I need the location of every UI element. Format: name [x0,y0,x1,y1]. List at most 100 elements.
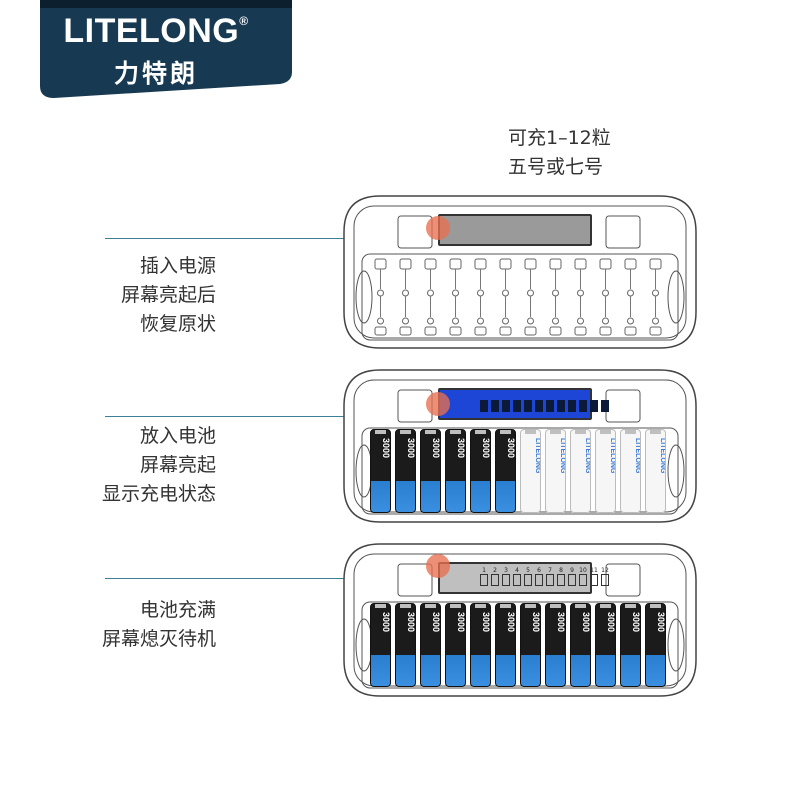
lcd-screen [438,214,592,246]
battery-label: LITELONG [559,438,566,474]
slot-contact-bottom [424,326,437,336]
brand-name-en: LITELONG® [63,12,249,50]
lcd-slot-number: 2 [493,567,497,574]
battery-label: 3000 [506,438,516,459]
lcd-segment [502,574,510,586]
charger-empty [340,192,700,352]
battery-bay [361,427,679,515]
charger-inner-rim [353,379,687,513]
battery-label: 3000 [656,612,666,633]
left-grip [355,270,373,324]
lcd-segment [535,400,543,412]
slot-spring [652,289,659,297]
screen-marker-2 [426,392,450,416]
slot-spring [502,289,509,297]
logo-badge [40,0,292,98]
battery-label: 3000 [606,612,616,633]
lcd-segment [491,574,499,586]
battery-cap [400,430,411,434]
slot-spring [552,289,559,297]
battery-label: LITELONG [634,438,641,474]
state-2-note: 放入电池 屏幕亮起 显示充电状态 [102,422,216,509]
slot-spring [427,317,434,325]
battery-cell: 3000 [520,603,541,687]
state-3-line-1: 电池充满 [139,599,216,621]
battery-label: 3000 [456,612,466,633]
slot-spring [377,289,384,297]
lcd-slot-number: 4 [515,567,519,574]
battery-cell: 3000 [595,603,616,687]
battery-cap [625,430,636,434]
battery-cell: LITELONG [620,429,641,513]
battery-label: LITELONG [659,438,666,474]
slot-spring [552,317,559,325]
battery-cell: 3000 [570,603,591,687]
state-3-line-2: 屏幕熄灭待机 [101,628,216,650]
slot-spring [452,317,459,325]
battery-cap [375,430,386,434]
lcd-screen [438,388,609,420]
battery-cell: 3000 [395,603,416,687]
capacity-line-2: 五号或七号 [508,156,604,178]
state-2-leader [105,416,435,417]
battery-cell: 3000 [495,603,516,687]
slot-contact-top [574,258,587,270]
battery-bay [361,601,679,689]
battery-cap [375,604,386,608]
battery-cap [450,430,461,434]
slot-contact-top [374,258,387,270]
battery-cap [650,604,661,608]
battery-cell: LITELONG [545,429,566,513]
slot-contact-bottom [624,326,637,336]
slot-spring [627,317,634,325]
battery-cap [525,604,536,608]
state-1-leader [105,238,435,239]
lcd-segment [480,400,488,412]
slot-spring [477,317,484,325]
empty-slot [524,258,537,336]
battery-cap [400,604,411,608]
slot-spring [602,317,609,325]
right-grip [667,618,685,672]
battery-cap [650,430,661,434]
battery-cap [550,604,561,608]
state-2-line-2: 屏幕亮起 [139,454,216,476]
empty-slot [549,258,562,336]
battery-cap [500,430,511,434]
state-1-note: 插入电源 屏幕亮起后 恢复原状 [121,252,216,339]
battery-cell: 3000 [445,603,466,687]
battery-cap [575,430,586,434]
left-button [397,563,433,597]
slot-contact-top [549,258,562,270]
battery-cap [500,604,511,608]
lcd-segment [590,574,598,586]
slot-contact-top [474,258,487,270]
slot-spring [402,317,409,325]
lcd-segment [557,400,565,412]
state-1-line-3: 恢复原状 [139,313,216,335]
empty-slot [599,258,612,336]
slot-contact-bottom [374,326,387,336]
battery-label: LITELONG [534,438,541,474]
state-1-line-2: 屏幕亮起后 [120,284,216,306]
battery-label: 3000 [431,612,441,633]
battery-label: 3000 [406,438,416,459]
battery-cell: 3000 [370,603,391,687]
state-2-line-1: 放入电池 [139,425,216,447]
battery-label: 3000 [431,438,441,459]
lcd-segments [480,574,609,586]
battery-cell: 3000 [395,429,416,513]
slot-contact-bottom [574,326,587,336]
slot-contact-bottom [499,326,512,336]
battery-cell: 3000 [545,603,566,687]
lcd-segment [502,400,510,412]
battery-cap [450,604,461,608]
capacity-note: 可充1–12粒 五号或七号 [508,124,611,182]
lcd-segment [579,574,587,586]
lcd-segment [601,574,609,586]
slot-spring [602,289,609,297]
slot-spring [452,289,459,297]
